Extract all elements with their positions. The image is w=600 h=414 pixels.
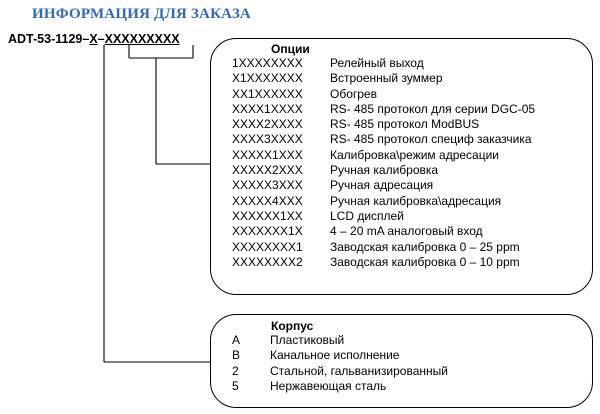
option-code: XXXX3XXXX (232, 132, 303, 147)
model-code-case: X (89, 32, 98, 46)
page-heading: ИНФОРМАЦИЯ ДЛЯ ЗАКАЗА (32, 6, 251, 22)
options-title: Опции (271, 42, 310, 56)
option-desc: RS- 485 протокол для серии DGC-05 (330, 101, 536, 116)
options-box: Опции 1XXXXXXXX Релейный выход X1XXXXXXX В… (210, 38, 593, 295)
option-desc: Калибровка\режим адресации (330, 147, 499, 162)
option-code: XXXX2XXXX (232, 117, 303, 132)
case-title: Корпус (271, 319, 314, 333)
model-code-options: XXXXXXXXX (104, 32, 180, 46)
option-code: XXXXXXXX1 (232, 239, 303, 254)
option-code: XXXXXXXX2 (232, 254, 303, 269)
option-desc: Обогрев (330, 86, 377, 101)
option-code: XX1XXXXXX (232, 86, 303, 101)
option-code: XXXX1XXXX (232, 101, 303, 116)
option-desc: RS- 485 протокол специф заказчика (330, 132, 532, 147)
case-desc: Нержавеющая сталь (270, 378, 387, 393)
case-desc: Канальное исполнение (270, 348, 400, 363)
option-desc: RS- 485 протокол ModBUS (330, 117, 480, 132)
option-code: XXXXXXX1X (232, 224, 303, 239)
model-code: ADT-53-1129–X–XXXXXXXXX (8, 32, 180, 46)
case-desc: Пластиковый (270, 333, 345, 347)
case-desc: Стальной, гальванизированный (270, 363, 448, 378)
option-desc: Заводская калибровка 0 – 25 ppm (330, 239, 520, 254)
option-code: XXXXX1XXX (232, 147, 303, 162)
option-desc: 4 – 20 mA аналоговый вход (330, 224, 483, 239)
model-code-separator: – (97, 32, 105, 46)
case-box: Корпус A Пластиковый B Канальное исполнени… (210, 314, 593, 408)
case-code: 5 (232, 378, 239, 393)
option-desc: Ручная калибровка\адресация (330, 193, 502, 208)
option-desc: Заводская калибровка 0 – 10 ppm (330, 254, 520, 269)
option-desc: Встроенный зуммер (330, 71, 443, 86)
option-desc: Релейный выход (330, 56, 424, 70)
model-code-prefix: ADT-53-1129– (8, 32, 90, 46)
option-code: XXXXX2XXX (232, 163, 303, 178)
option-desc: Ручная калибровка (330, 163, 439, 178)
option-code: 1XXXXXXXX (232, 56, 303, 70)
option-code: XXXXXX1XX (232, 208, 303, 223)
option-code: X1XXXXXXX (232, 71, 303, 86)
option-desc: Ручная адресация (330, 178, 434, 193)
option-desc: LCD дисплей (330, 208, 404, 223)
option-code: XXXXX4XXX (232, 193, 303, 208)
case-code: A (232, 333, 241, 347)
case-code: B (232, 348, 241, 363)
option-code: XXXXX3XXX (232, 178, 303, 193)
case-code: 2 (232, 363, 239, 378)
